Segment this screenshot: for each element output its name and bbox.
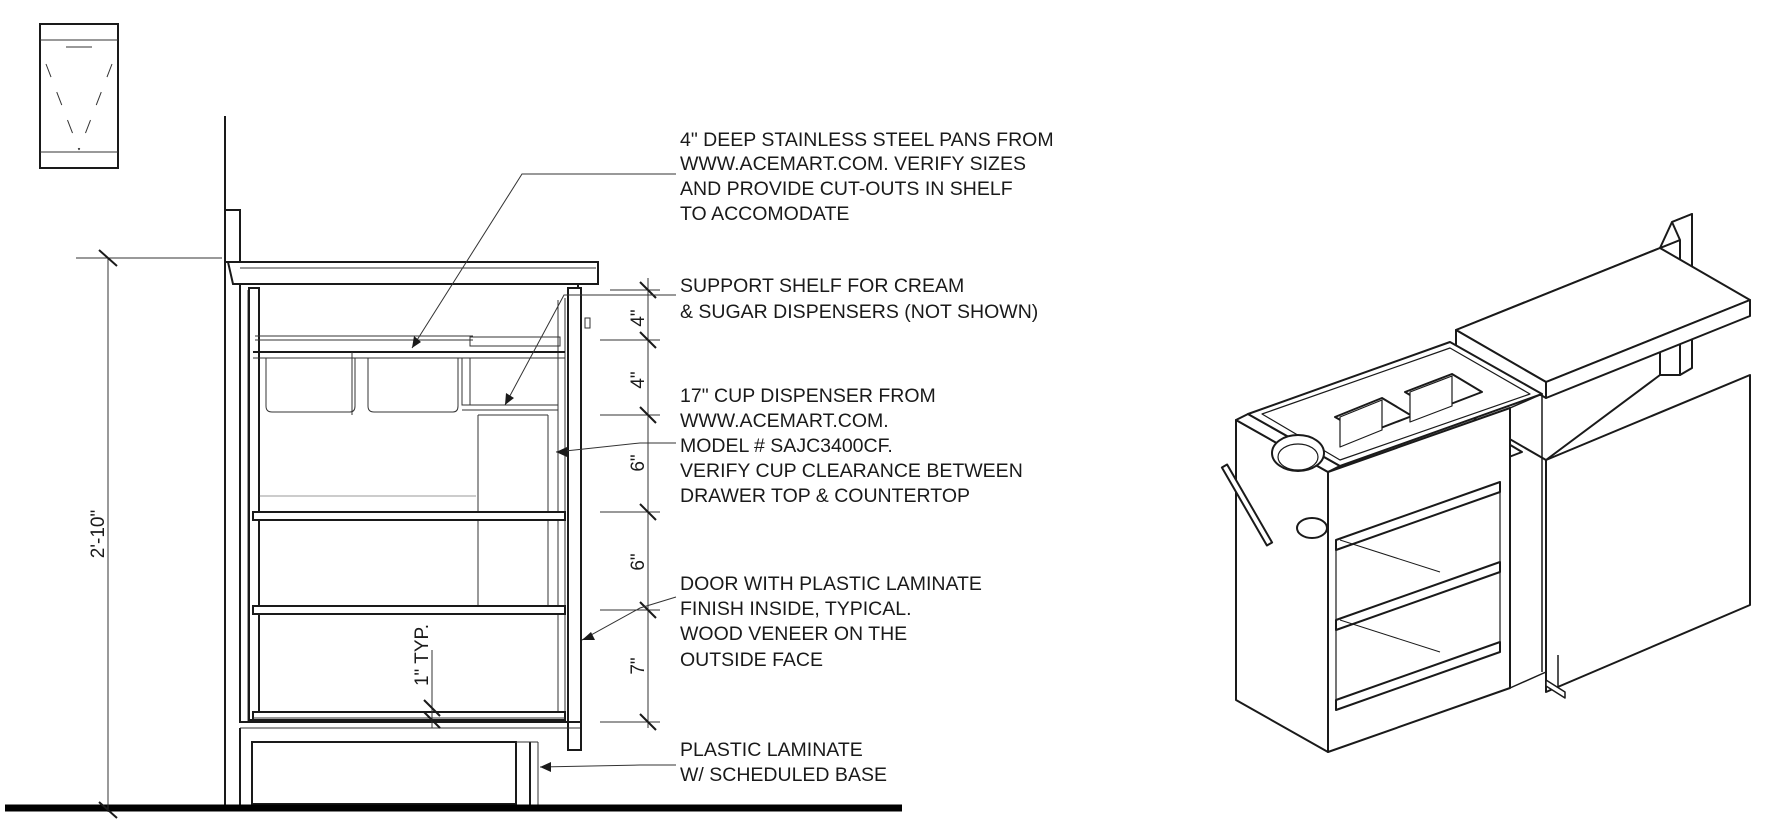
note-base-line-1: PLASTIC LAMINATE bbox=[680, 739, 863, 761]
note-cup-dispenser: 17" CUP DISPENSER FROM WWW.ACEMART.COM. … bbox=[680, 385, 1023, 507]
note-pans-line-1: 4" DEEP STAINLESS STEEL PANS FROM bbox=[680, 129, 1054, 151]
note-pans-line-4: TO ACCOMODATE bbox=[680, 203, 849, 225]
note-support-shelf: SUPPORT SHELF FOR CREAM & SUGAR DISPENSE… bbox=[680, 275, 1038, 323]
note-shelf-line-1: SUPPORT SHELF FOR CREAM bbox=[680, 275, 964, 297]
section-marker-icon bbox=[39, 23, 119, 169]
dim-seg-5: 7" bbox=[628, 657, 649, 674]
dim-seg-3: 6" bbox=[628, 454, 649, 471]
note-cup-line-1: 17" CUP DISPENSER FROM bbox=[680, 385, 936, 407]
dim-seg-2: 4" bbox=[628, 371, 649, 388]
note-shelf-line-2: & SUGAR DISPENSERS (NOT SHOWN) bbox=[680, 301, 1038, 323]
note-door-line-2: FINISH INSIDE, TYPICAL. bbox=[680, 598, 912, 620]
note-base-line-2: W/ SCHEDULED BASE bbox=[680, 764, 887, 786]
vertical-segment-dimensions: 4" 4" 6" 6" 7" bbox=[600, 278, 660, 731]
dim-seg-1: 4" bbox=[628, 309, 649, 326]
leader-lines bbox=[411, 173, 677, 772]
cabinet-isometric-view bbox=[1220, 213, 1751, 753]
typ-thickness-label: 1" TYP. bbox=[412, 624, 433, 686]
note-cup-line-5: DRAWER TOP & COUNTERTOP bbox=[680, 485, 970, 507]
note-cup-line-3: MODEL # SAJC3400CF. bbox=[680, 435, 893, 457]
overall-height-label: 2'-10" bbox=[88, 510, 109, 558]
note-pans-line-3: AND PROVIDE CUT-OUTS IN SHELF bbox=[680, 178, 1013, 200]
note-pans: 4" DEEP STAINLESS STEEL PANS FROM WWW.AC… bbox=[680, 129, 1054, 225]
dim-seg-4: 6" bbox=[628, 553, 649, 570]
typical-thickness-dimension: 1" TYP. bbox=[412, 624, 441, 729]
note-cup-line-2: WWW.ACEMART.COM. bbox=[680, 410, 889, 432]
overall-height-dimension: 2'-10" bbox=[76, 249, 222, 819]
note-door-line-1: DOOR WITH PLASTIC LAMINATE bbox=[680, 573, 982, 595]
note-base: PLASTIC LAMINATE W/ SCHEDULED BASE bbox=[680, 739, 887, 786]
note-door-line-3: WOOD VENEER ON THE bbox=[680, 623, 907, 645]
note-pans-line-2: WWW.ACEMART.COM. VERIFY SIZES bbox=[680, 153, 1026, 175]
note-door-line-4: OUTSIDE FACE bbox=[680, 649, 823, 671]
cabinet-section-view bbox=[5, 116, 902, 812]
note-door: DOOR WITH PLASTIC LAMINATE FINISH INSIDE… bbox=[680, 573, 982, 671]
note-cup-line-4: VERIFY CUP CLEARANCE BETWEEN bbox=[680, 460, 1023, 482]
